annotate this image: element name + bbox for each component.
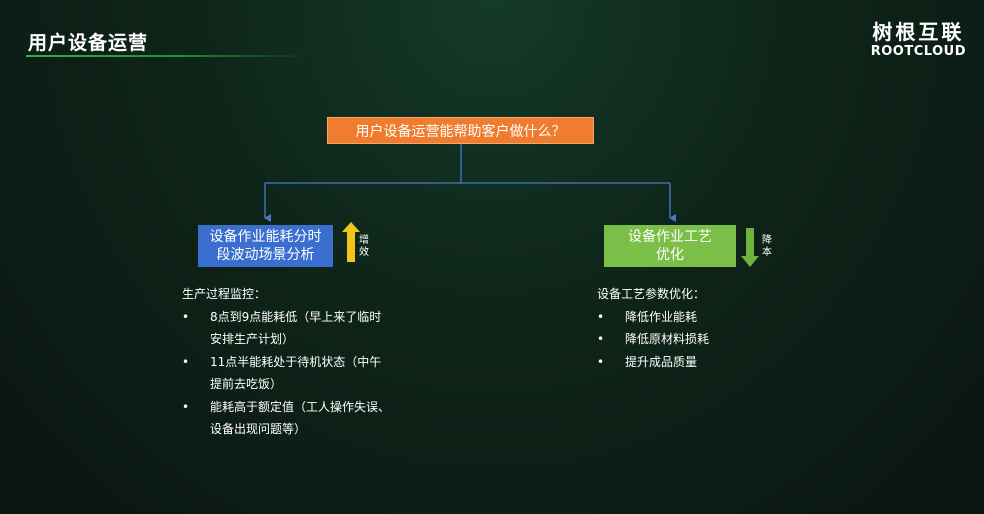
list-item-line1: 降低原材料损耗	[625, 332, 710, 346]
up-arrow-icon	[342, 222, 360, 262]
bullet-icon: •	[597, 354, 605, 369]
list-item-line1: 提升成品质量	[625, 354, 698, 369]
logo-chinese-text: 树根互联	[872, 20, 965, 44]
bullet-icon: •	[182, 399, 190, 414]
cost-reduction-label-bottom: 本	[762, 247, 772, 258]
list-item-line2: 设备出现问题等）	[210, 422, 307, 436]
logo-english-text: ROOTCLOUD	[870, 44, 966, 59]
bullet-icon: •	[182, 309, 190, 324]
list-item-line1: 8点到9点能耗低（早上来了临时	[210, 309, 382, 324]
list-item-line1: 11点半能耗处于待机状态（中午	[210, 354, 382, 369]
list-item-line1: 能耗高于额定值（工人操作失误、	[210, 399, 391, 414]
process-parameter-heading: 设备工艺参数优化：	[597, 287, 706, 301]
list-item-line2: 提前去吃饭）	[210, 377, 283, 391]
energy-analysis-box-line2: 段波动场景分析	[216, 247, 315, 263]
root-question-box: 用户设备运营能帮助客户做什么？	[327, 117, 594, 144]
bullet-icon: •	[597, 309, 605, 324]
cost-reduction-label-top: 降	[762, 235, 772, 246]
cost-reduction-label: 降 本	[761, 235, 773, 259]
list-item-line1: 降低作业能耗	[625, 309, 698, 324]
list-item-line2: 安排生产计划）	[210, 332, 295, 346]
efficiency-label-bottom: 效	[359, 247, 369, 258]
energy-analysis-box: 设备作业能耗分时 段波动场景分析	[198, 225, 333, 267]
list-item: • 降低作业能耗	[597, 306, 797, 329]
down-arrow-icon	[741, 228, 759, 267]
list-item: • 降低原材料损耗	[597, 328, 797, 351]
page-title: 用户设备运营	[28, 32, 149, 54]
process-parameter-list: 设备工艺参数优化： • 降低作业能耗 • 降低原材料损耗 • 提升成品质量	[597, 283, 797, 373]
rootcloud-logo: 树根互联 ROOTCLOUD	[871, 20, 966, 60]
process-optimization-box-line2: 优化	[656, 247, 684, 263]
process-optimization-box: 设备作业工艺 优化	[604, 225, 736, 267]
process-optimization-box-line1: 设备作业工艺	[628, 229, 712, 245]
list-item: • 11点半能耗处于待机状态（中午提前去吃饭）	[182, 351, 412, 396]
list-item: • 提升成品质量	[597, 351, 797, 374]
title-underline	[26, 55, 306, 57]
production-monitoring-list: 生产过程监控： • 8点到9点能耗低（早上来了临时安排生产计划） • 11点半能耗处…	[182, 283, 412, 441]
efficiency-label: 增 效	[358, 235, 370, 259]
efficiency-label-top: 增	[359, 235, 369, 246]
bullet-icon: •	[182, 354, 190, 369]
bullet-icon: •	[597, 332, 605, 346]
production-monitoring-heading: 生产过程监控：	[182, 287, 267, 301]
list-item: • 8点到9点能耗低（早上来了临时安排生产计划）	[182, 306, 412, 351]
list-item: • 能耗高于额定值（工人操作失误、设备出现问题等）	[182, 396, 412, 441]
energy-analysis-box-line1: 设备作业能耗分时	[209, 229, 322, 245]
